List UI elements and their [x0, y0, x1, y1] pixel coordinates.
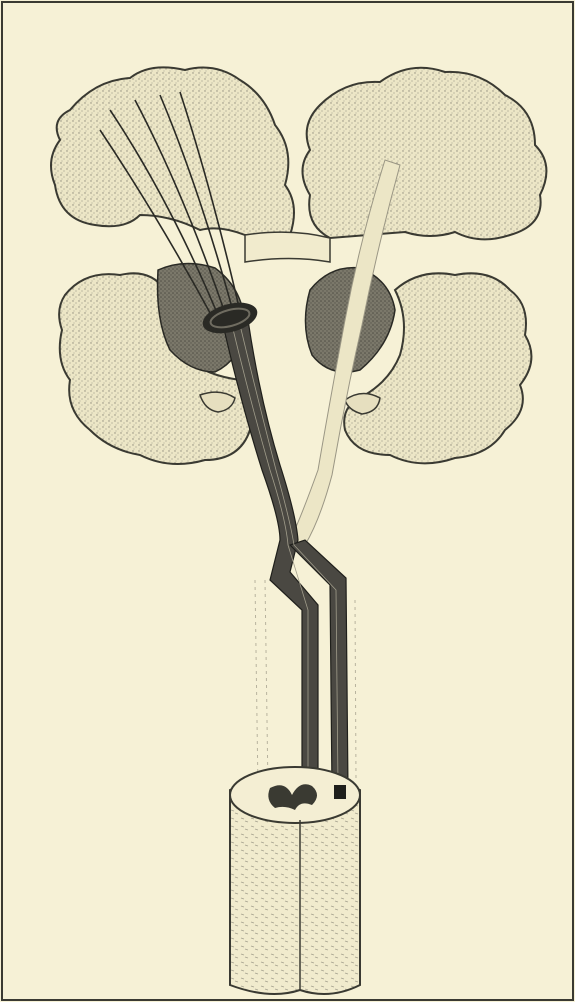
left-upper-cortex: [51, 67, 294, 235]
corpus-callosum: [245, 232, 330, 262]
descending-tract-branch: [290, 540, 348, 790]
spinal-cord: [230, 767, 360, 994]
right-upper-cortex: [303, 68, 547, 240]
